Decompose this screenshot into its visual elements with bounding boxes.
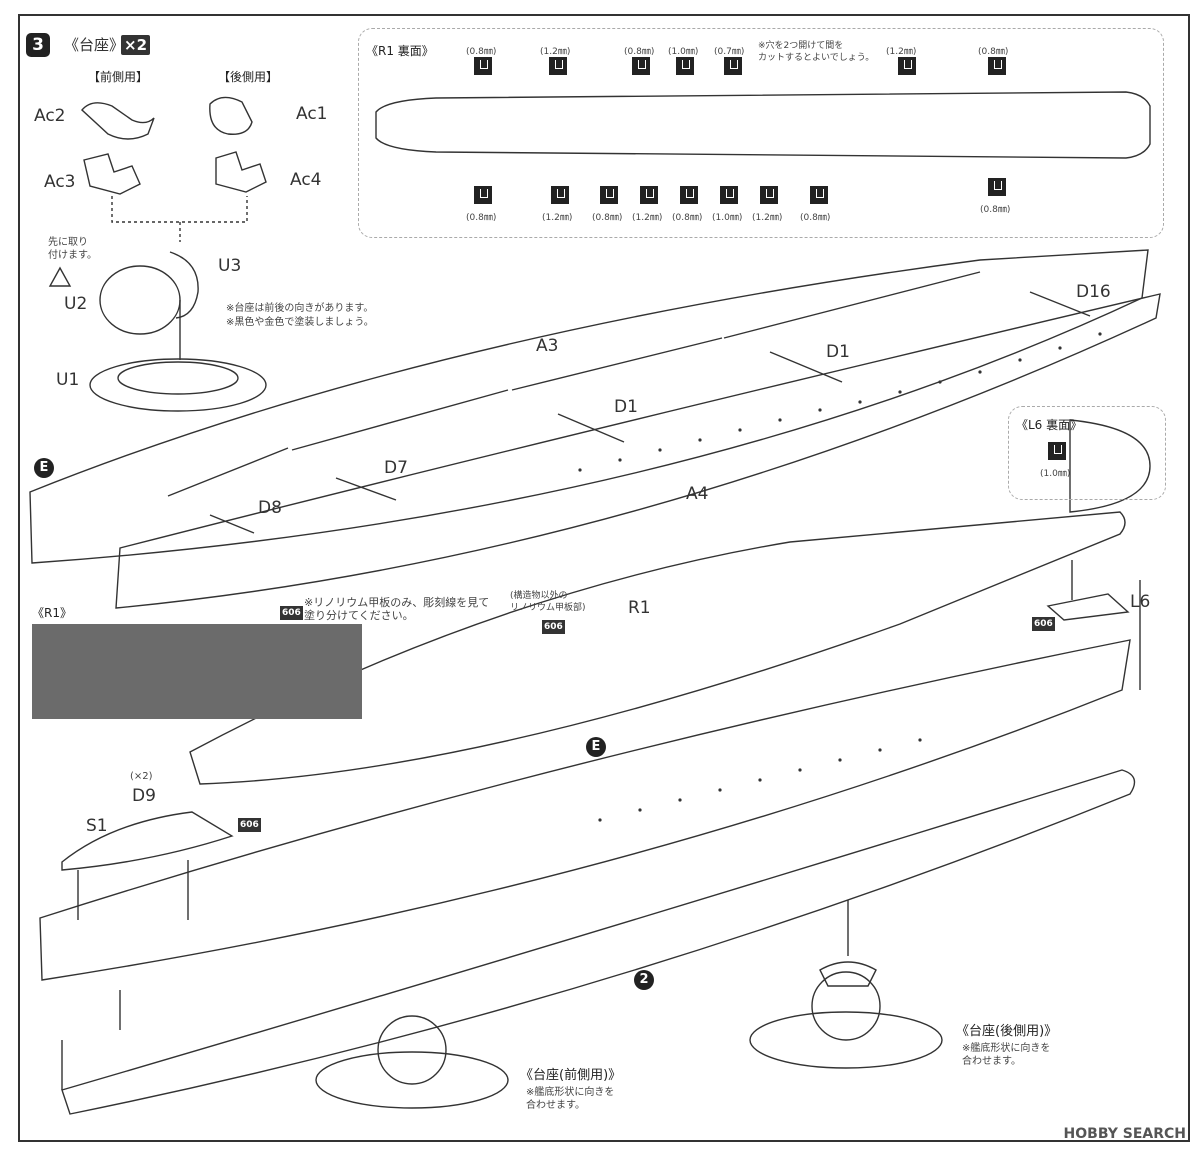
hole-size-bottom-9: (0.8㎜) — [980, 205, 1011, 215]
paint-code-badge: 606 — [542, 620, 565, 634]
hole-size-top-4: (1.0㎜) — [668, 47, 699, 57]
part-label-ac2: Ac2 — [34, 106, 66, 126]
drill-icon — [988, 178, 1006, 196]
linoleum-note: (構造物以外の リノリウム甲板部) — [510, 591, 586, 613]
l6-back-panel — [1008, 406, 1166, 500]
hole-size-bottom-4: (1.2㎜) — [632, 213, 663, 223]
hole-size-bottom-1: (0.8㎜) — [466, 213, 497, 223]
stand-front-title: 《台座(前側用)》 — [520, 1068, 622, 1083]
first-attach-note: 先に取り 付けます。 — [48, 237, 97, 261]
part-label-d16: D16 — [1076, 282, 1111, 302]
hole-size-bottom-3: (0.8㎜) — [592, 213, 623, 223]
stand-note-1: ※台座は前後の向きがあります。 — [226, 303, 374, 314]
part-label-s1: S1 — [86, 816, 108, 836]
hole-size-top-1: (0.8㎜) — [466, 47, 497, 57]
hole-size-bottom-2: (1.2㎜) — [542, 213, 573, 223]
stand-note-2: ※黒色や金色で塗装しましょう。 — [226, 317, 374, 328]
drill-icon — [1048, 442, 1066, 460]
drill-icon — [632, 57, 650, 75]
part-label-ac3: Ac3 — [44, 172, 76, 192]
hole-size-bottom-7: (1.2㎜) — [752, 213, 783, 223]
part-label-a3: A3 — [536, 336, 559, 356]
stand-front-note: ※艦底形状に向きを 合わせます。 — [526, 1087, 615, 1111]
part-label-a4: A4 — [686, 484, 709, 504]
drill-icon — [549, 57, 567, 75]
rear-header: 【後側用】 — [218, 70, 279, 84]
drill-icon — [551, 186, 569, 204]
hole-size-top-2: (1.2㎜) — [540, 47, 571, 57]
drill-icon — [676, 57, 694, 75]
hole-size-bottom-8: (0.8㎜) — [800, 213, 831, 223]
paint-code-badge: 606 — [1032, 617, 1055, 631]
hole-size-top-6: (1.2㎜) — [886, 47, 917, 57]
front-header: 【前側用】 — [88, 70, 149, 84]
hole-size-top-3: (0.8㎜) — [624, 47, 655, 57]
bottom-rule — [18, 1140, 1190, 1142]
drill-icon — [720, 186, 738, 204]
subassembly-e-badge: E — [586, 737, 606, 757]
d9-count: (×2) — [130, 771, 153, 782]
r1-back-title: 《R1 裏面》 — [366, 44, 434, 58]
watermark: HOBBY SEARCH — [1063, 1126, 1186, 1142]
part-label-d7: D7 — [384, 458, 408, 478]
r1-back-note: ※穴を2つ開けて間を カットするとよいでしょう。 — [758, 41, 875, 63]
part-label-ac1: Ac1 — [296, 104, 328, 124]
part-label-u1: U1 — [56, 370, 80, 390]
part-label-ac4: Ac4 — [290, 170, 322, 190]
paint-code-badge: 606 — [238, 818, 261, 832]
stand-rear-note: ※艦底形状に向きを 合わせます。 — [962, 1043, 1051, 1067]
r1-photo-note: ※リノリウム甲板のみ、彫刻線を見て 塗り分けてください。 — [304, 596, 490, 622]
drill-icon — [474, 57, 492, 75]
stand-title: 《台座》 — [64, 36, 125, 54]
drill-icon — [760, 186, 778, 204]
stand-rear-title: 《台座(後側用)》 — [956, 1024, 1058, 1039]
hole-size-top-5: (0.7㎜) — [714, 47, 745, 57]
drill-icon — [474, 186, 492, 204]
multiplier-badge: ×2 — [121, 35, 151, 55]
r1-back-panel — [358, 28, 1164, 238]
r1-deck-photo — [32, 624, 362, 719]
page-frame — [18, 14, 1190, 1142]
part-label-l6: L6 — [1130, 592, 1151, 612]
hole-size-top-7: (0.8㎜) — [978, 47, 1009, 57]
drill-icon — [640, 186, 658, 204]
part-label-u3: U3 — [218, 256, 242, 276]
l6-hole-size: (1.0㎜) — [1040, 469, 1071, 479]
paint-code-badge: 606 — [280, 606, 303, 620]
part-label-d1-a: D1 — [826, 342, 850, 362]
part-label-d1-b: D1 — [614, 397, 638, 417]
drill-icon — [988, 57, 1006, 75]
subassembly-2-badge: 2 — [634, 970, 654, 990]
hole-size-bottom-5: (0.8㎜) — [672, 213, 703, 223]
step-number-badge: 3 — [26, 33, 50, 57]
part-label-u2: U2 — [64, 294, 88, 314]
drill-icon — [680, 186, 698, 204]
l6-back-title: 《L6 裏面》 — [1016, 418, 1083, 432]
subassembly-e-badge: E — [34, 458, 54, 478]
part-label-d8: D8 — [258, 498, 282, 518]
hole-size-bottom-6: (1.0㎜) — [712, 213, 743, 223]
drill-icon — [810, 186, 828, 204]
part-label-r1: R1 — [628, 598, 651, 618]
part-label-d9: D9 — [132, 786, 156, 806]
drill-icon — [898, 57, 916, 75]
drill-icon — [724, 57, 742, 75]
drill-icon — [600, 186, 618, 204]
r1-photo-title: 《R1》 — [32, 606, 72, 620]
